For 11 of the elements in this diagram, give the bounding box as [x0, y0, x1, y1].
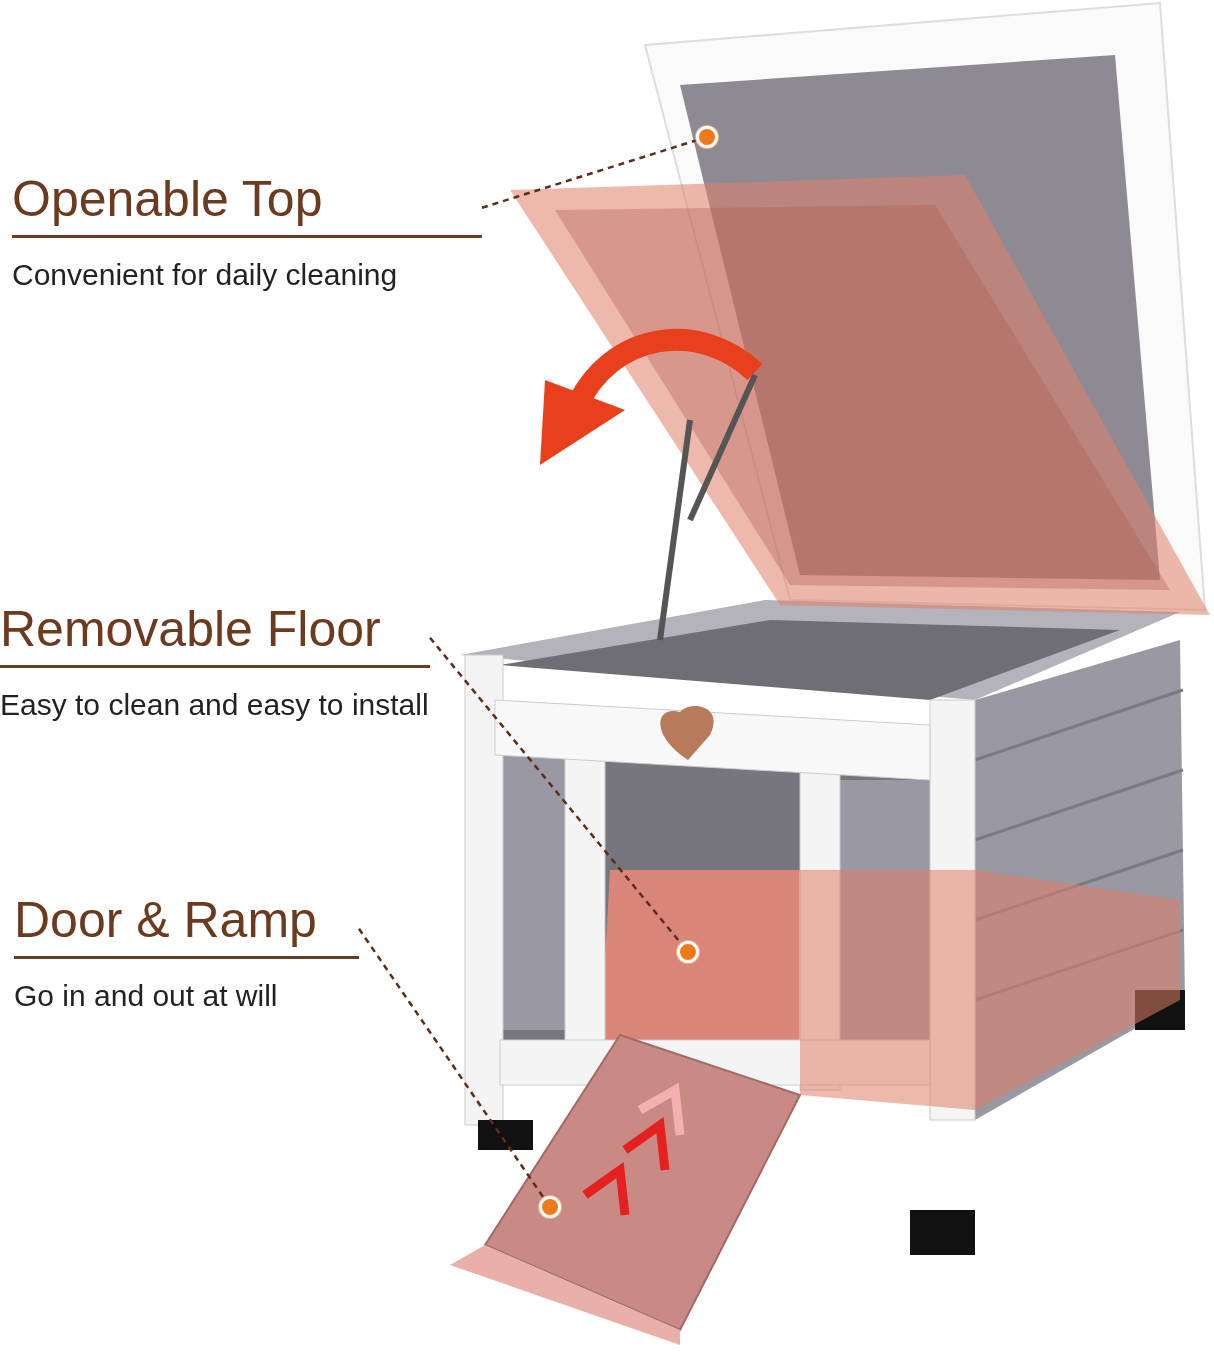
callout-heading: Door & Ramp	[14, 893, 317, 948]
callout-text: Easy to clean and easy to install	[0, 687, 430, 723]
callout-text: Go in and out at will	[14, 978, 279, 1014]
callout-heading: Openable Top	[12, 172, 323, 227]
marker-dot	[677, 941, 699, 963]
callout-heading: Removable Floor	[0, 602, 381, 657]
leader-line	[357, 928, 545, 1199]
callout-text: Convenient for daily cleaning	[12, 257, 399, 293]
leader-line	[481, 139, 697, 209]
marker-dot	[539, 1196, 561, 1218]
marker-dot	[696, 126, 718, 148]
